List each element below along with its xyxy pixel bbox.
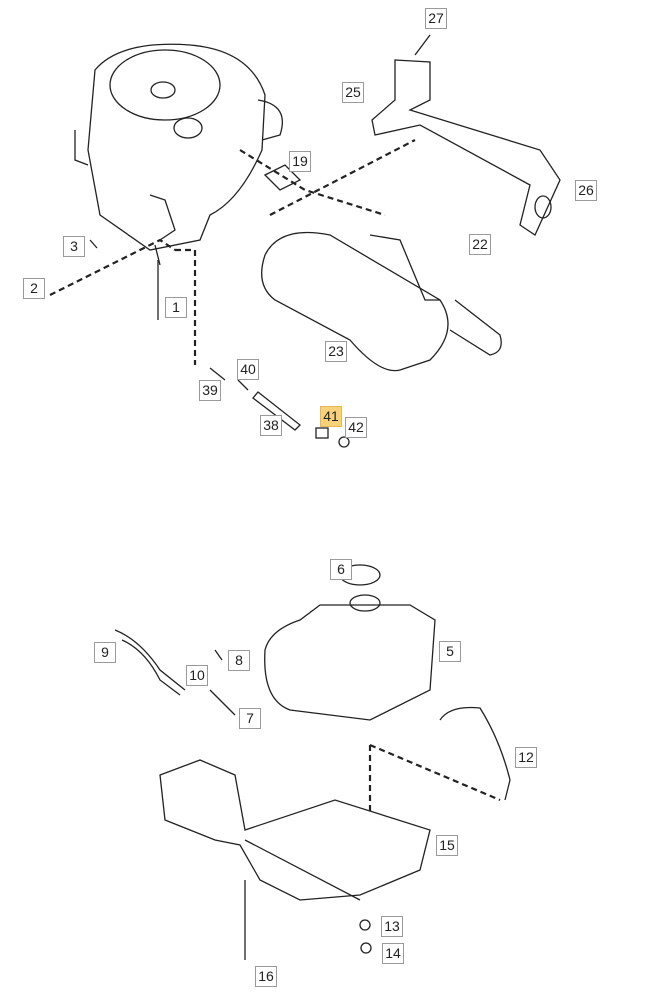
callout-1[interactable]: 1	[165, 297, 187, 318]
callout-16[interactable]: 16	[255, 966, 277, 987]
callout-39[interactable]: 39	[199, 380, 221, 401]
callout-25[interactable]: 25	[342, 82, 364, 103]
callout-38[interactable]: 38	[260, 415, 282, 436]
callout-8[interactable]: 8	[228, 650, 250, 671]
callout-19[interactable]: 19	[289, 151, 311, 172]
fuel-line-parts	[89, 239, 350, 448]
callout-9[interactable]: 9	[94, 642, 116, 663]
callout-6[interactable]: 6	[330, 559, 352, 580]
engine-drawing	[74, 43, 284, 266]
bracket-drawing	[371, 34, 561, 236]
muffler-drawing	[261, 164, 502, 372]
callout-14[interactable]: 14	[382, 943, 404, 964]
callout-26[interactable]: 26	[575, 180, 597, 201]
fuel-tank-drawing	[114, 564, 511, 801]
callout-27[interactable]: 27	[425, 8, 447, 29]
callout-13[interactable]: 13	[381, 916, 403, 937]
callout-23[interactable]: 23	[325, 341, 347, 362]
callout-5[interactable]: 5	[439, 641, 461, 662]
callout-2[interactable]: 2	[23, 278, 45, 299]
callout-12[interactable]: 12	[515, 747, 537, 768]
tank-support-drawing	[159, 759, 431, 960]
callout-42[interactable]: 42	[345, 417, 367, 438]
callout-7[interactable]: 7	[239, 708, 261, 729]
callout-3[interactable]: 3	[63, 236, 85, 257]
callout-40[interactable]: 40	[237, 359, 259, 380]
callout-10[interactable]: 10	[186, 665, 208, 686]
callout-41-highlighted[interactable]: 41	[320, 406, 342, 427]
callout-22[interactable]: 22	[469, 234, 491, 255]
callout-15[interactable]: 15	[436, 835, 458, 856]
